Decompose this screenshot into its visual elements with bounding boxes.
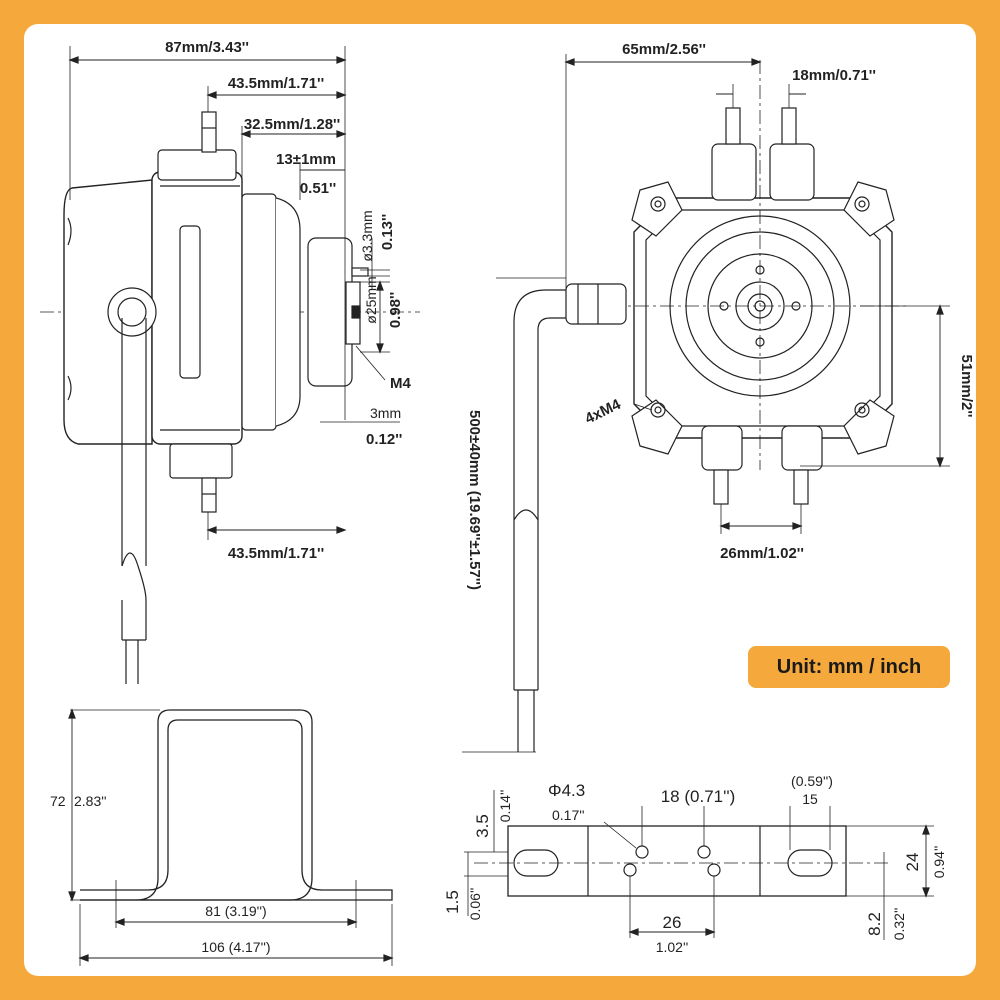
plan-height-inch-label: 0.94'' (931, 846, 947, 879)
bracket-outer-width-label: 106 (4.17'') (201, 939, 270, 955)
offset-top-inch-label: 0.14'' (497, 790, 513, 823)
bracket-side-view (68, 708, 394, 966)
front-height-label: 51mm/2'' (958, 354, 975, 417)
edge-mm-label: 8.2 (865, 912, 884, 936)
spacing-bottom-mm-label: 26 (663, 913, 682, 932)
hub-dia-label: ø25mm (363, 276, 379, 323)
offset-top-mm-label: 3.5 (473, 814, 492, 838)
shaft-length-inch-label: 0.51'' (300, 180, 336, 197)
motor-front-view (462, 54, 950, 753)
offset-bottom-mm-label: 1.5 (443, 890, 462, 914)
hole-dia-inch-label: 0.17'' (552, 807, 585, 823)
bracket-inner-width-label: 81 (3.19'') (205, 903, 266, 919)
bracket-height-mm-label: 72 (50, 793, 66, 809)
technical-drawing: 87mm/3.43'' 43.5mm/1.71'' 32.5mm/1.28'' … (40, 39, 975, 966)
bracket-height-inch-label: 2.83'' (74, 793, 107, 809)
side-mid-width-label: 32.5mm/1.28'' (244, 116, 340, 133)
top-spacing-label: 18mm/0.71'' (792, 67, 876, 84)
mount-holes-label: 4xM4 (582, 396, 624, 428)
spacing-bottom-inch-label: 1.02'' (656, 939, 689, 955)
edge-inch-label: 0.32'' (891, 908, 907, 941)
plan-height-mm-label: 24 (903, 853, 922, 872)
bracket-plan-view (464, 790, 934, 940)
offset-bottom-inch-label: 0.06'' (467, 888, 483, 921)
hole-dia-label: Φ4.3 (548, 781, 585, 800)
drawing-sheet: 87mm/3.43'' 43.5mm/1.71'' 32.5mm/1.28'' … (24, 24, 976, 976)
side-top-width-label: 43.5mm/1.71'' (228, 75, 324, 92)
shaft-length-label: 13±1mm (276, 151, 336, 168)
shaft-dia-label: ø3.3mm (359, 210, 375, 261)
hub-dia-inch-label: 0.98'' (387, 292, 404, 328)
side-bottom-width-label: 43.5mm/1.71'' (228, 545, 324, 562)
slot-inch-label: (0.59'') (791, 773, 833, 789)
bottom-spacing-label: 26mm/1.02'' (720, 545, 804, 562)
gap-inch-label: 0.12'' (366, 431, 402, 448)
cable-length-label: 500±40mm (19.69''±1.57'') (466, 410, 483, 590)
unit-badge: Unit: mm / inch (748, 646, 950, 688)
front-width-label: 65mm/2.56'' (622, 41, 706, 58)
slot-mm-label: 15 (802, 791, 818, 807)
side-total-width-label: 87mm/3.43'' (165, 39, 249, 56)
screw-label: M4 (390, 375, 411, 392)
gap-label: 3mm (370, 405, 401, 421)
shaft-dia-inch-label: 0.13'' (379, 214, 396, 250)
motor-side-view (40, 46, 420, 684)
spacing-top-label: 18 (0.71'') (661, 787, 736, 806)
